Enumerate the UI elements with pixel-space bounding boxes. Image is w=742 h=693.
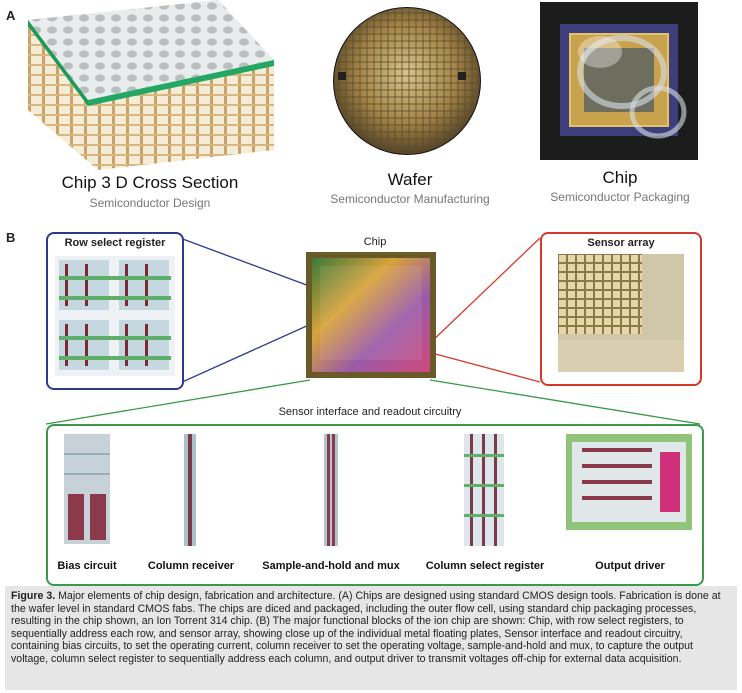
chip-3d-subtitle: Semiconductor Design	[89, 196, 211, 210]
chip-3d-title: Chip 3 D Cross Section	[61, 173, 239, 192]
output-driver-label: Output driver	[595, 560, 665, 572]
sample-hold-mux-label: Sample-and-hold and mux	[262, 560, 400, 572]
connector-lines	[45, 237, 701, 425]
column-select-register-image	[464, 434, 504, 546]
sensor-array-label: Sensor array	[587, 237, 655, 249]
sample-hold-mux-image	[324, 434, 338, 546]
figure-caption: Figure 3. Major elements of chip design,…	[5, 586, 737, 690]
wafer-image	[332, 6, 482, 156]
panel-b-letter: B	[6, 230, 16, 245]
packaged-chip-image	[540, 2, 698, 160]
wafer-title: Wafer	[387, 170, 433, 189]
interface-readout-label: Sensor interface and readout circuitry	[278, 406, 462, 418]
row-select-register-box: Row select register	[46, 232, 184, 390]
wafer-subtitle: Semiconductor Manufacturing	[330, 192, 490, 206]
caption-text: Major elements of chip design, fabricati…	[11, 590, 721, 665]
row-select-register-label: Row select register	[64, 237, 166, 249]
row-select-layout-image	[55, 256, 175, 376]
packaged-chip-subtitle: Semiconductor Packaging	[550, 190, 690, 204]
panel-a-letter: A	[6, 8, 16, 23]
chip-die-image	[306, 252, 436, 378]
chip-3d-cross-section-image	[28, 0, 274, 170]
bias-circuit-image	[64, 434, 110, 544]
packaged-chip-title: Chip	[602, 168, 638, 187]
bias-circuit-label: Bias circuit	[57, 560, 117, 572]
sensor-array-image	[558, 254, 684, 372]
column-receiver-label: Column receiver	[147, 560, 235, 572]
caption-prefix: Figure 3.	[11, 590, 56, 602]
sensor-array-box: Sensor array	[540, 232, 702, 386]
output-driver-image	[566, 434, 692, 530]
chip-label: Chip	[363, 236, 387, 248]
column-receiver-image	[184, 434, 196, 546]
interface-readout-box: Bias circuit Column receiver Sample-and-…	[46, 424, 704, 586]
column-select-register-label: Column select register	[425, 560, 545, 572]
